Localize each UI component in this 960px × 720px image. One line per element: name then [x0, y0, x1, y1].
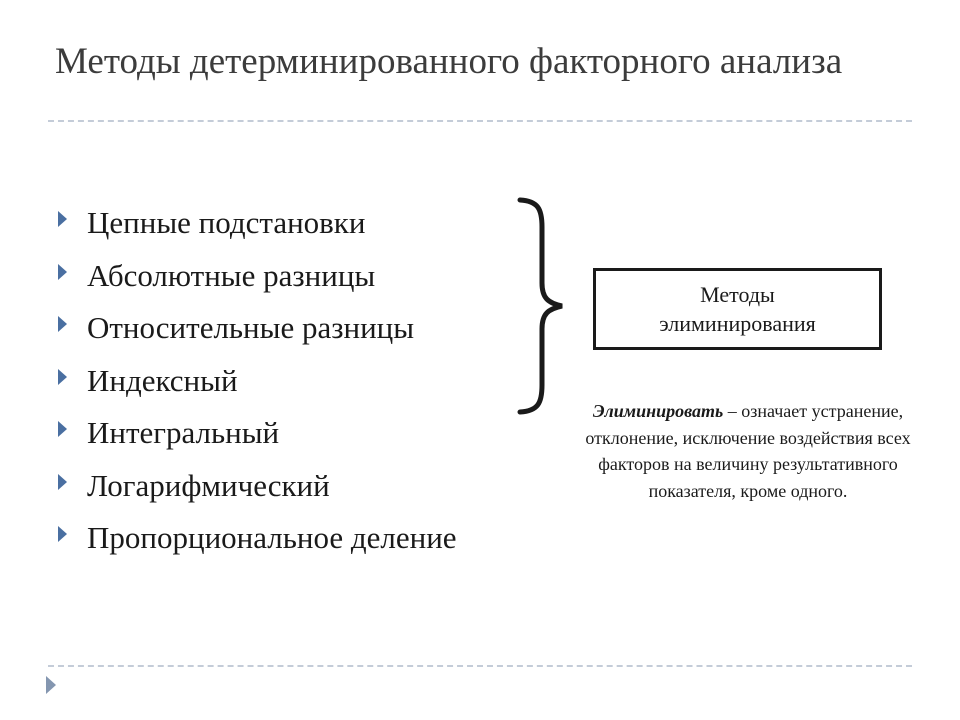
bullet-arrow-icon: [58, 473, 67, 490]
list-item-label: Пропорциональное деление: [87, 520, 457, 556]
box-line-1: Методы: [700, 282, 775, 307]
list-item-label: Относительные разницы: [87, 310, 415, 346]
definition-term: Элиминировать: [592, 401, 724, 421]
list-item-label: Абсолютные разницы: [87, 257, 376, 293]
bullet-arrow-icon: [58, 211, 67, 228]
list-item-label: Логарифмический: [87, 467, 330, 503]
list-item: Пропорциональное деление: [58, 512, 457, 565]
methods-list: Цепные подстановки Абсолютные разницы От…: [58, 197, 457, 565]
footer-divider: [48, 665, 912, 667]
list-item: Логарифмический: [58, 460, 457, 513]
elimination-methods-box: Методы элиминирования: [593, 268, 882, 350]
definition-text: Элиминировать – означает устранение, отк…: [580, 398, 916, 504]
list-item: Абсолютные разницы: [58, 250, 457, 303]
bullet-arrow-icon: [58, 421, 67, 438]
title-divider: [48, 120, 912, 122]
box-line-2: элиминирования: [659, 311, 816, 336]
list-item: Цепные подстановки: [58, 197, 457, 250]
definition-body: – означает устранение, отклонение, исклю…: [585, 401, 911, 501]
curly-brace-icon: [517, 197, 563, 415]
slide-title: Методы детерминированного факторного ана…: [55, 41, 843, 82]
list-item-label: Интегральный: [87, 415, 280, 451]
list-item-label: Индексный: [87, 362, 238, 398]
bullet-arrow-icon: [58, 316, 67, 333]
list-item: Относительные разницы: [58, 302, 457, 355]
list-item-label: Цепные подстановки: [87, 205, 366, 241]
bullet-arrow-icon: [58, 263, 67, 280]
bullet-arrow-icon: [58, 526, 67, 543]
list-item: Индексный: [58, 355, 457, 408]
bullet-arrow-icon: [58, 368, 67, 385]
footer-arrow-icon: [46, 676, 56, 694]
list-item: Интегральный: [58, 407, 457, 460]
